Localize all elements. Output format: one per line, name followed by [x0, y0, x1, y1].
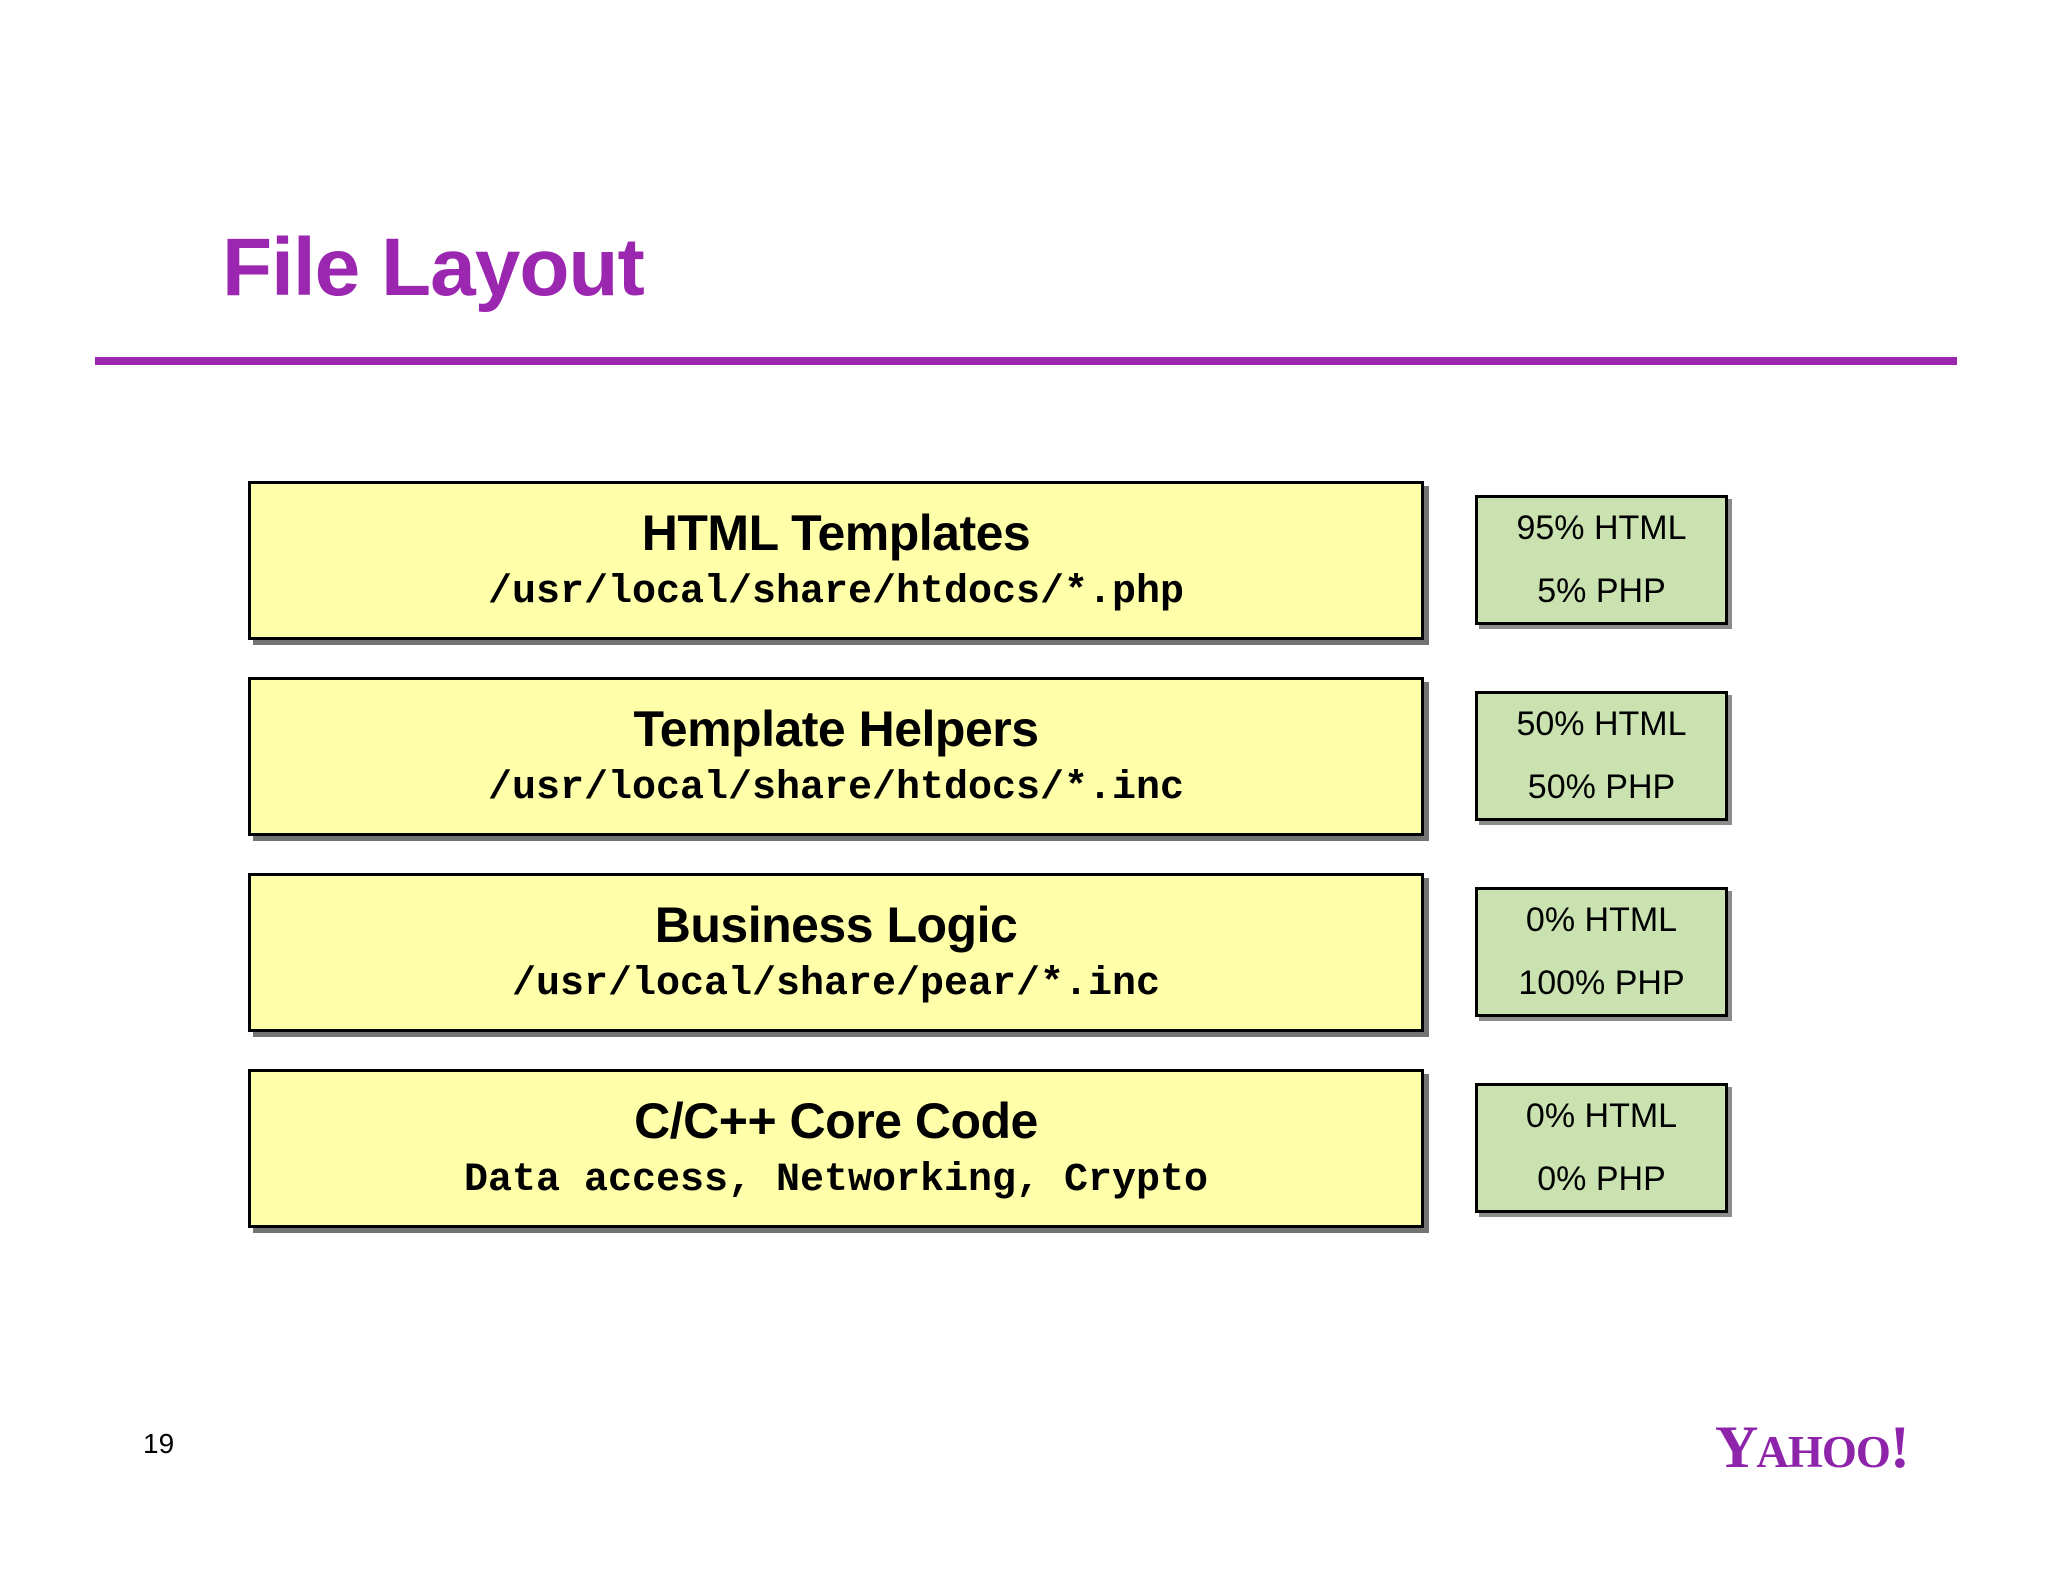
yahoo-logo: YAHOO! [1715, 1414, 1947, 1480]
layer-title: Template Helpers [633, 701, 1039, 758]
layer-stat-badge: 0% HTML 100% PHP [1475, 887, 1728, 1017]
yahoo-logo-ahoo: AHOO [1756, 1427, 1891, 1477]
layer-row: Template Helpers /usr/local/share/htdocs… [0, 677, 2048, 840]
page-title: File Layout [222, 221, 645, 313]
layer-title: HTML Templates [641, 505, 1031, 562]
yahoo-logo-y: Y [1715, 1414, 1758, 1480]
stat-php-share: 100% PHP [1518, 964, 1685, 1002]
file-layout-diagram: HTML Templates /usr/local/share/htdocs/*… [0, 481, 2048, 1251]
title-divider [95, 357, 1957, 365]
layer-path: /usr/local/share/pear/*.inc [511, 961, 1161, 1007]
layer-row: HTML Templates /usr/local/share/htdocs/*… [0, 481, 2048, 644]
layer-row: Business Logic /usr/local/share/pear/*.i… [0, 873, 2048, 1036]
stat-php-share: 50% PHP [1527, 768, 1676, 806]
stat-html-share: 0% HTML [1525, 900, 1678, 939]
layer-path: Data access, Networking, Crypto [463, 1157, 1209, 1203]
layer-path: /usr/local/share/htdocs/*.php [487, 569, 1185, 615]
layer-box-c-cpp-core-code[interactable]: C/C++ Core Code Data access, Networking,… [248, 1069, 1424, 1228]
layer-stat-badge: 0% HTML 0% PHP [1475, 1083, 1728, 1213]
layer-box-html-templates[interactable]: HTML Templates /usr/local/share/htdocs/*… [248, 481, 1424, 640]
layer-title: C/C++ Core Code [634, 1093, 1038, 1150]
stat-html-share: 0% HTML [1525, 1096, 1678, 1135]
stat-html-share: 95% HTML [1516, 508, 1687, 547]
layer-stat-badge: 50% HTML 50% PHP [1475, 691, 1728, 821]
stat-php-share: 5% PHP [1537, 572, 1666, 610]
layer-stat-badge: 95% HTML 5% PHP [1475, 495, 1728, 625]
layer-row: C/C++ Core Code Data access, Networking,… [0, 1069, 2048, 1232]
stat-html-share: 50% HTML [1516, 704, 1687, 743]
stat-php-share: 0% PHP [1537, 1160, 1666, 1198]
layer-path: /usr/local/share/htdocs/*.inc [487, 765, 1185, 811]
page-number: 19 [143, 1428, 175, 1459]
yahoo-logo-exclamation: ! [1889, 1414, 1910, 1480]
layer-box-business-logic[interactable]: Business Logic /usr/local/share/pear/*.i… [248, 873, 1424, 1032]
layer-title: Business Logic [654, 897, 1018, 954]
layer-box-template-helpers[interactable]: Template Helpers /usr/local/share/htdocs… [248, 677, 1424, 836]
